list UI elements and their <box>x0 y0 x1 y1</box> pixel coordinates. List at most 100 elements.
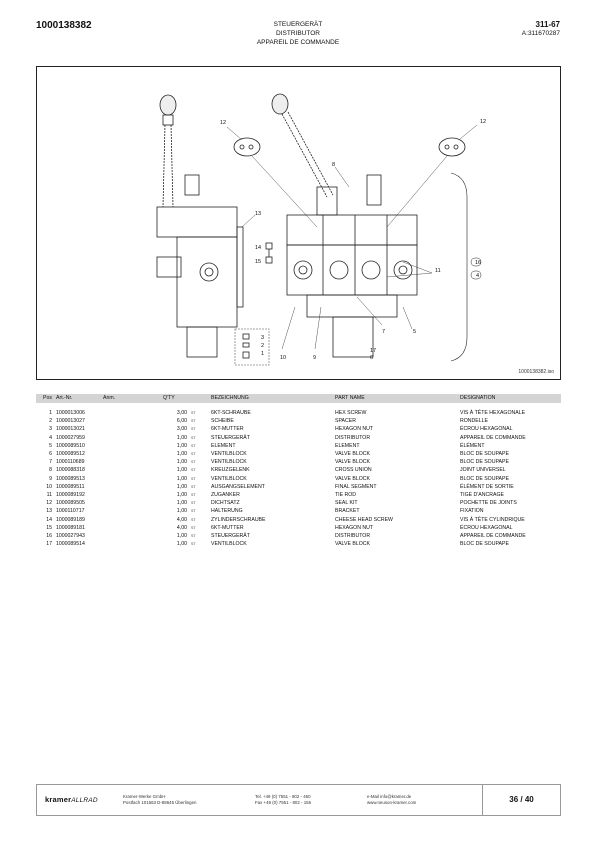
cell-quantity: 1,00 <box>176 442 187 449</box>
cell-name-fr: APPAREIL DE COMMANDE <box>460 434 526 441</box>
cell-remark <box>101 442 161 450</box>
cell-quantity: 1,00 <box>176 500 187 507</box>
column-header-qty: Q'TY <box>161 394 189 404</box>
callout-label: 5 <box>413 329 416 335</box>
column-header-unit <box>189 394 209 404</box>
cell-pos: 6 <box>49 451 52 458</box>
cell-unit: ST <box>191 517 196 522</box>
cell-remark <box>101 507 161 515</box>
cell-name-fr: APPAREIL DE COMMANDE <box>460 532 526 539</box>
cell-remark <box>101 434 161 442</box>
drawing-file-label: 1000138382.iso <box>518 369 554 375</box>
website-url: www.neuson-kramer.com <box>367 800 417 805</box>
page-number: 36 / 40 <box>482 785 560 815</box>
cell-pos: 17 <box>46 541 52 548</box>
cell-name-en: TIE ROD <box>335 491 357 498</box>
cell-quantity: 1,00 <box>176 459 187 466</box>
cell-unit: ST <box>191 501 196 506</box>
cell-article-number: 1000089514 <box>56 541 85 548</box>
cell-quantity: 1,00 <box>176 451 187 458</box>
cell-name-de: VENTILBLOCK <box>211 451 247 458</box>
table-header-row: Pos Art.-Nr. Anm. Q'TY BEZEICHNUNG PART … <box>36 394 561 404</box>
title-en: DISTRIBUTOR <box>276 30 320 37</box>
cell-unit: ST <box>191 468 196 473</box>
cell-article-number: 1000027943 <box>56 532 85 539</box>
cell-remark <box>101 409 161 417</box>
cell-name-fr: POCHETTE DE JOINTS <box>460 500 517 507</box>
cell-name-en: SEAL KIT <box>335 500 358 507</box>
cell-pos: 8 <box>49 467 52 474</box>
cell-name-de: VENTILBLOCK <box>211 541 247 548</box>
column-header-article: Art.-Nr. <box>54 394 101 404</box>
cell-pos: 1 <box>49 410 52 417</box>
cell-article-number: 1000089505 <box>56 500 85 507</box>
cell-pos: 3 <box>49 426 52 433</box>
cell-remark <box>101 499 161 507</box>
kramer-logo: kramerALLRAD <box>45 795 98 804</box>
column-header-remark: Anm. <box>101 394 161 404</box>
cell-unit: ST <box>191 492 196 497</box>
cell-name-de: STEUERGERÄT <box>211 532 250 539</box>
cell-remark <box>101 417 161 425</box>
cell-pos: 16 <box>46 532 52 539</box>
cell-pos: 12 <box>46 500 52 507</box>
cell-name-en: HEX SCREW <box>335 410 367 417</box>
cell-name-de: ZUGANKER <box>211 491 240 498</box>
cell-quantity: 1,00 <box>176 467 187 474</box>
cell-pos: 2 <box>49 418 52 425</box>
seal-kit-left <box>233 137 261 157</box>
cell-remark <box>101 458 161 466</box>
cell-remark <box>101 491 161 499</box>
cell-name-fr: JOINT UNIVERSEL <box>460 467 506 474</box>
column-header-de: BEZEICHNUNG <box>209 394 333 404</box>
cell-name-fr: FIXATION <box>460 508 484 515</box>
page-footer: kramerALLRAD Kramer-Werke GmbH Postfach … <box>36 784 561 816</box>
cell-remark <box>101 475 161 483</box>
callout-label: 3 <box>261 335 264 341</box>
page-code: 311-67 <box>535 20 560 29</box>
cell-name-de: AUSGANGSELEMENT <box>211 483 265 490</box>
cell-name-fr: ÉLÉMENT DE SORTIE <box>460 483 514 490</box>
cell-name-de: ELEMENT <box>211 442 236 449</box>
cell-pos: 11 <box>46 491 52 498</box>
callout-label: 9 <box>313 355 316 361</box>
callout-label: 15 <box>255 259 261 265</box>
cell-quantity: 1,00 <box>176 532 187 539</box>
cell-name-en: VALVE BLOCK <box>335 475 370 482</box>
exploded-drawing: 12 12 13 14 15 8 16 4 11 3 2 1 10 9 17 6… <box>36 66 561 380</box>
cell-name-en: FINAL SEGMENT <box>335 483 377 490</box>
cell-quantity: 6,00 <box>176 418 187 425</box>
cell-name-de: KREUZGELENK <box>211 467 250 474</box>
cell-name-en: DISTRIBUTOR <box>335 532 371 539</box>
cell-quantity: 3,00 <box>176 426 187 433</box>
callout-label: 13 <box>255 211 261 217</box>
cell-remark <box>101 425 161 433</box>
parts-table: Pos Art.-Nr. Anm. Q'TY BEZEICHNUNG PART … <box>36 394 561 548</box>
cell-unit: ST <box>191 533 196 538</box>
company-contact-web: e-Mail info@kramer.de www.neuson-kramer.… <box>367 794 416 806</box>
cell-unit: ST <box>191 419 196 424</box>
cell-pos: 15 <box>46 524 52 531</box>
callout-label: 7 <box>382 329 385 335</box>
callout-label: 12 <box>480 119 486 125</box>
callout-label: 14 <box>255 245 261 251</box>
cell-remark <box>101 450 161 458</box>
cell-name-fr: RONDELLE <box>460 418 488 425</box>
cell-name-en: CHEESE HEAD SCREW <box>335 516 393 523</box>
cell-remark <box>101 515 161 523</box>
seal-kit-right <box>438 137 466 157</box>
column-header-en: PART NAME <box>333 394 458 404</box>
front-view-assembly <box>271 93 418 358</box>
cell-name-fr: ÉCROU HEXAGONAL <box>460 524 513 531</box>
cell-name-fr: BLOC DE SOUPAPE <box>460 475 509 482</box>
